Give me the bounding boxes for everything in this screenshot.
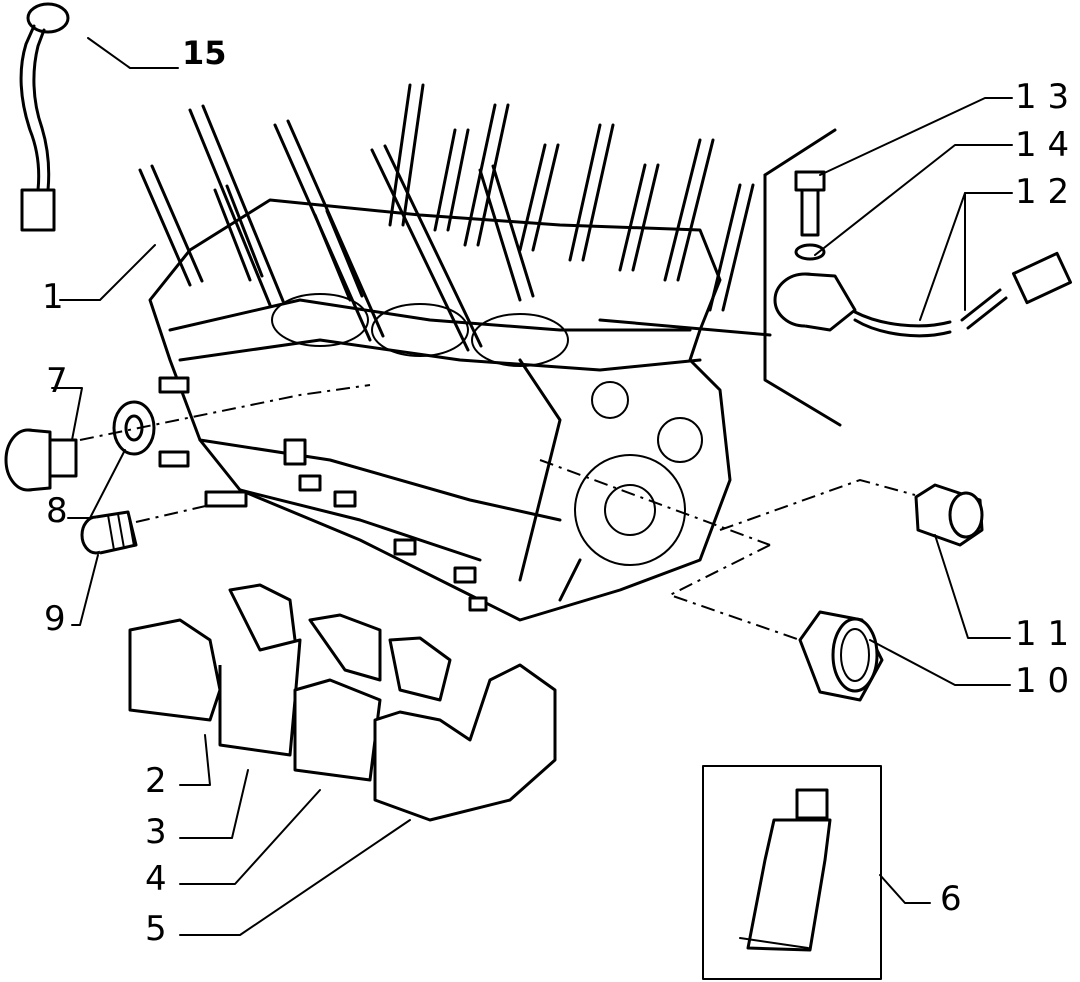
knock-sensor-cable-part [19, 2, 70, 232]
callout-11: 1 1 [1015, 614, 1069, 654]
main-bearing-cap-4-part [373, 636, 557, 822]
callout-10: 1 0 [1015, 661, 1069, 701]
callout-3: 3 [145, 812, 167, 852]
callout-6: 6 [940, 879, 962, 919]
head-studs-part [138, 83, 755, 352]
main-bearing-cap-1-part [128, 618, 222, 722]
engine-block-part [148, 198, 732, 622]
drain-plug-part [4, 428, 78, 492]
callout-9: 9 [44, 599, 66, 639]
seal-ring-part [798, 610, 884, 702]
threaded-plug-part [80, 510, 138, 555]
leader-lines [51, 37, 1013, 936]
callout-13: 1 3 [1015, 77, 1069, 117]
knock-sensor-part [773, 251, 1073, 338]
callout-7: 7 [46, 361, 68, 401]
main-bearing-cap-2-part [218, 583, 302, 757]
callout-15: 15 [182, 34, 227, 72]
sealing-washer-part [112, 400, 156, 456]
callout-8: 8 [46, 491, 68, 531]
callout-5: 5 [145, 909, 167, 949]
callout-1: 1 [42, 277, 64, 317]
callout-12: 1 2 [1015, 172, 1069, 212]
sealant-tube-part [702, 765, 882, 980]
bolt-part [794, 170, 826, 237]
callout-14: 1 4 [1015, 125, 1069, 165]
bushing-part [914, 483, 984, 547]
washer-part [794, 243, 826, 261]
callout-4: 4 [145, 859, 167, 899]
main-bearing-cap-3-part [293, 613, 382, 782]
callout-2: 2 [145, 761, 167, 801]
